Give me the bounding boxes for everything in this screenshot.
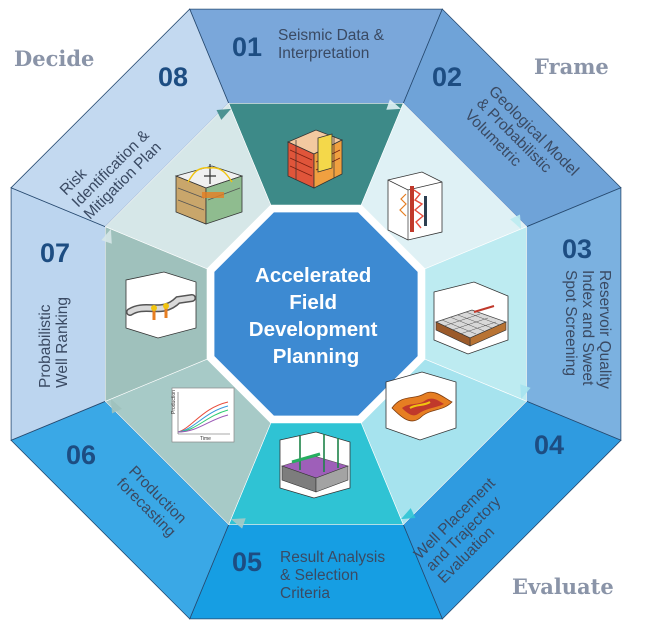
seismic-cube-icon	[287, 129, 343, 189]
chart-y-label: Production	[171, 390, 177, 414]
segment-05-label: Result Analysis & Selection Criteria	[280, 549, 389, 602]
segment-04-number: 04	[534, 430, 564, 460]
surface-map-icon	[385, 371, 457, 441]
segment-02-number: 02	[432, 62, 462, 92]
center-title-line-4: Planning	[273, 345, 360, 368]
reservoir-channel-icon	[125, 271, 197, 339]
well-trajectory-icon	[279, 431, 351, 499]
center-hub: Accelerated Field Development Planning	[207, 205, 425, 423]
center-title-line-3: Development	[249, 318, 378, 341]
segment-07-label: Probabilistic Well Ranking	[37, 297, 71, 388]
flow-arrow-04	[401, 508, 416, 520]
segment-06-number: 06	[66, 440, 96, 470]
outer-ring	[10, 8, 622, 620]
flow-arrow-07	[101, 229, 112, 244]
flow-arrow-06	[110, 399, 122, 414]
flow-arrow-08	[216, 108, 231, 120]
center-title-line-1: Accelerated	[255, 264, 371, 287]
flow-arrow-05	[231, 518, 246, 529]
icon-layer: Production Time	[125, 129, 509, 499]
well-platform-icon	[174, 164, 244, 225]
phase-labels: Decide Frame Evaluate	[14, 46, 614, 599]
flow-arrow-02	[510, 214, 522, 229]
segment-01-label: Seismic Data & Interpretation	[278, 27, 388, 62]
phase-decide: Decide	[14, 46, 94, 71]
segment-07-number: 07	[40, 238, 70, 268]
segment-03-label: Reservoir Quality Index and Sweet Spot S…	[562, 270, 613, 393]
phase-evaluate: Evaluate	[512, 574, 614, 599]
chart-x-label: Time	[200, 436, 211, 442]
segment-08-number: 08	[158, 62, 188, 92]
center-title-line-2: Field	[289, 291, 337, 314]
grid-surface-icon	[433, 281, 509, 355]
segment-03-number: 03	[562, 234, 592, 264]
center-title: Accelerated Field Development Planning	[249, 264, 383, 368]
segment-05-number: 05	[232, 547, 262, 577]
phase-frame: Frame	[534, 54, 609, 79]
production-chart-icon: Production Time	[171, 387, 235, 443]
flow-arrow-03	[520, 384, 531, 399]
center-octagon	[214, 212, 418, 416]
well-log-icon	[387, 171, 443, 241]
flow-arrow-01	[386, 99, 401, 110]
segment-01-number: 01	[232, 32, 262, 62]
